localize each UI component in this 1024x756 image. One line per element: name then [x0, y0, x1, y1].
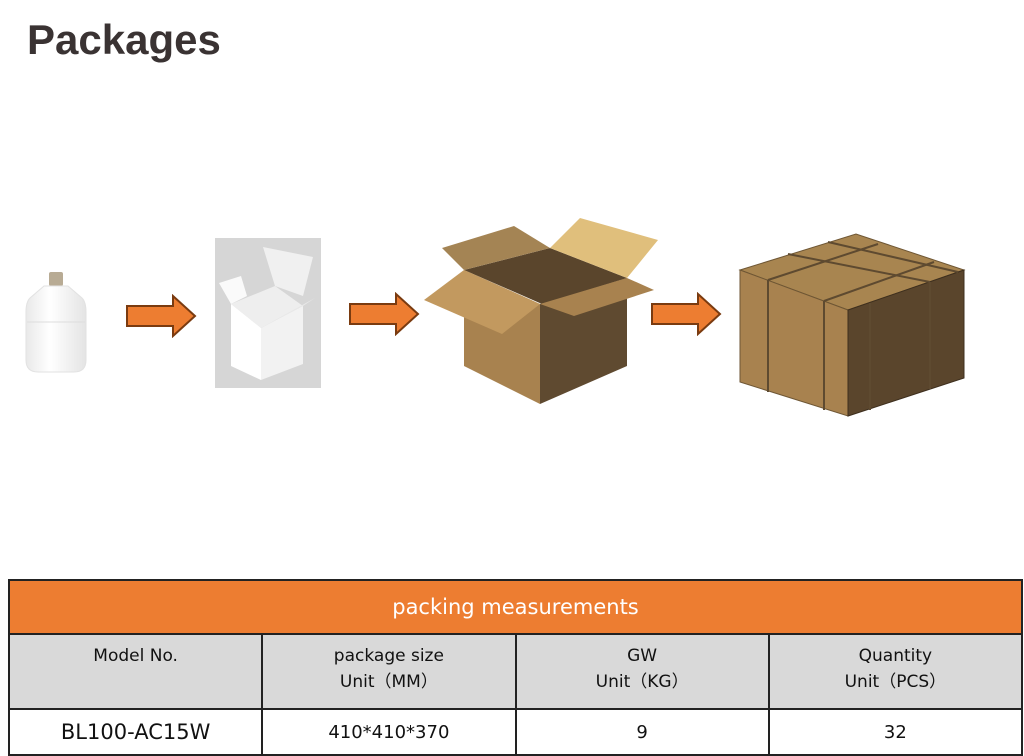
header-unit: Unit（KG） [595, 672, 689, 692]
arrow-right-icon [126, 294, 197, 338]
header-model: Model No. [7, 633, 264, 710]
arrow-right-icon [349, 292, 420, 336]
cell-quantity: 32 [767, 708, 1024, 756]
open-carton-image [424, 218, 658, 404]
bulb-image [25, 272, 87, 373]
header-label: GW [627, 646, 658, 666]
table-title: packing measurements [8, 579, 1023, 635]
gift-box-image [215, 238, 321, 388]
cell-gw: 9 [514, 708, 770, 756]
header-unit: Unit（MM） [339, 672, 438, 692]
header-unit: Unit（PCS） [844, 672, 947, 692]
header-label: package size [333, 646, 444, 666]
page-title: Packages [27, 16, 221, 63]
table-row: BL100-AC15W 410*410*370 9 32 [7, 708, 1024, 756]
header-gw: GW Unit（KG） [514, 633, 770, 710]
cell-package-size: 410*410*370 [261, 708, 517, 756]
header-label: Model No. [93, 646, 178, 666]
cell-model: BL100-AC15W [7, 708, 264, 756]
packing-measurements-table: packing measurements Model No. package s… [7, 579, 1024, 756]
header-label: Quantity [858, 646, 933, 666]
sealed-carton-image [738, 233, 966, 417]
arrow-right-icon [651, 292, 722, 336]
